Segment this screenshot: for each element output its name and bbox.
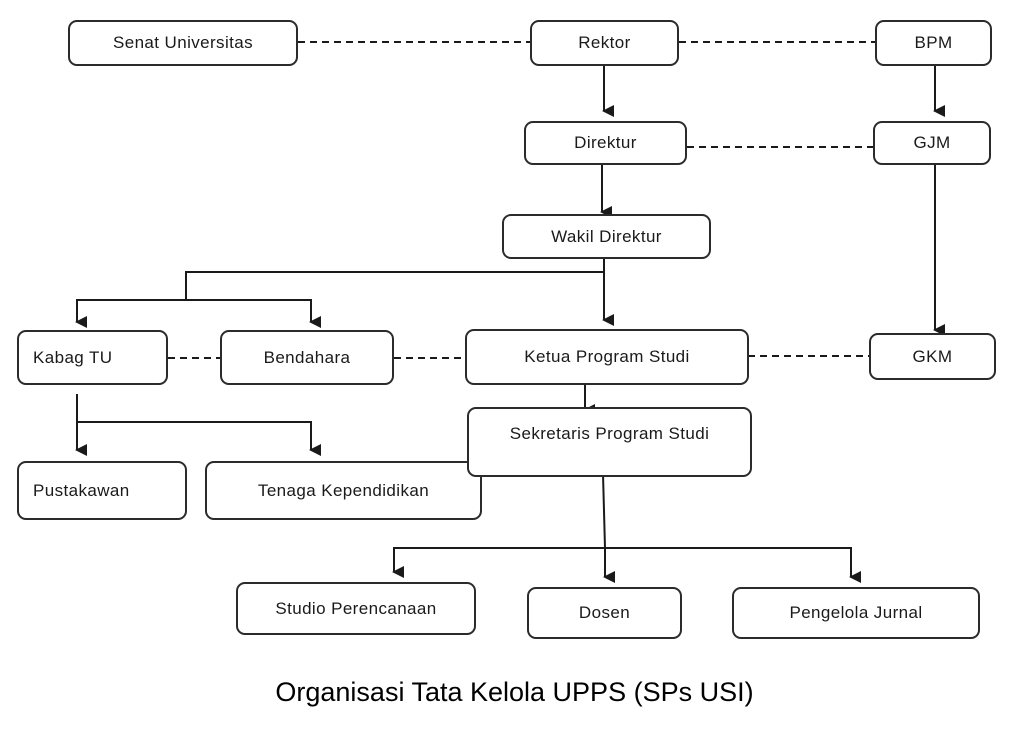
diagram-title: Organisasi Tata Kelola UPPS (SPs USI) <box>275 677 754 707</box>
node-bpm: BPM <box>875 20 992 66</box>
edge-sekprodi-branch <box>602 473 606 549</box>
edge-wakil-branch <box>185 271 604 300</box>
edge-branch-tendik <box>77 421 321 456</box>
node-gjm: GJM <box>873 121 991 165</box>
node-label: Ketua Program Studi <box>524 347 690 366</box>
node-pustakawan: Pustakawan <box>17 461 187 520</box>
node-pengelola-jurnal: Pengelola Jurnal <box>732 587 980 639</box>
node-rektor: Rektor <box>530 20 679 66</box>
node-label: GJM <box>913 133 951 152</box>
node-ketua-program-studi: Ketua Program Studi <box>465 329 749 385</box>
node-label: Kabag TU <box>33 347 113 367</box>
node-label: Dosen <box>578 603 631 622</box>
node-label: Tenaga Kependidikan <box>257 480 430 500</box>
node-label: Pustakawan <box>33 480 130 500</box>
node-kabag-tu: Kabag TU <box>17 330 168 385</box>
node-sekretaris-program-studi: Sekretaris Program Studi <box>467 407 752 477</box>
node-gkm: GKM <box>869 333 996 380</box>
node-label: Senat Universitas <box>112 33 254 52</box>
edge-branch-bendahara <box>186 299 321 328</box>
node-label: GKM <box>912 346 953 366</box>
node-label: Rektor <box>578 33 631 52</box>
node-label: Wakil Direktur <box>551 226 662 246</box>
node-label: Sekretaris Program Studi <box>509 424 710 443</box>
node-dosen: Dosen <box>527 587 682 639</box>
edge-branch-studio <box>392 547 605 578</box>
node-senat-universitas: Senat Universitas <box>68 20 298 66</box>
node-bendahara: Bendahara <box>220 330 394 385</box>
node-label: Studio Perencanaan <box>275 598 437 618</box>
node-label: Bendahara <box>263 347 351 367</box>
node-label: Pengelola Jurnal <box>789 603 923 622</box>
node-label: Direktur <box>574 133 637 152</box>
node-studio-perencanaan: Studio Perencanaan <box>236 582 476 635</box>
edge-branch-kabag <box>75 299 186 328</box>
edge-branch-jurnal <box>605 547 861 583</box>
node-label: BPM <box>914 33 953 52</box>
node-direktur: Direktur <box>524 121 687 165</box>
node-tenaga-kependidikan: Tenaga Kependidikan <box>205 461 482 520</box>
node-wakil-direktur: Wakil Direktur <box>502 214 711 259</box>
